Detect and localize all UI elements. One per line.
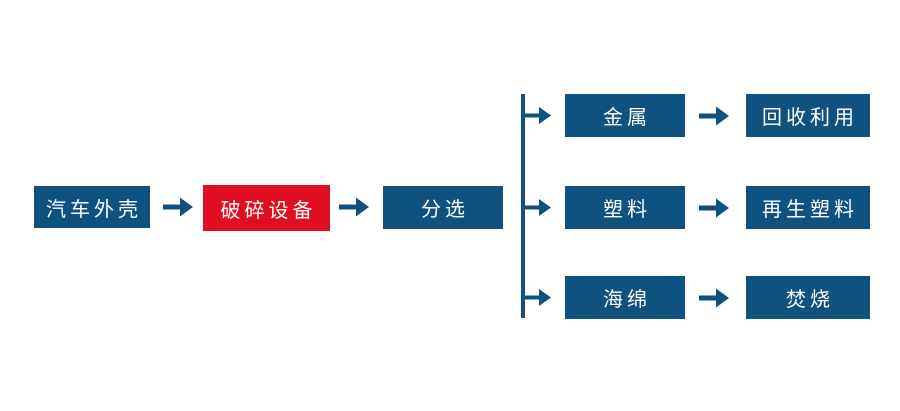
node-crusher: 破碎设备	[203, 185, 330, 231]
node-sorting: 分选	[383, 186, 503, 229]
right-arrow-icon	[338, 195, 370, 219]
node-source-label: 汽车外壳	[46, 198, 142, 221]
node-metal-label: 金属	[603, 107, 651, 129]
branch-connector-icon	[519, 94, 555, 318]
node-sponge-outcome: 焚烧	[746, 276, 870, 319]
right-arrow-icon	[162, 195, 194, 219]
node-metal-outcome-label: 回收利用	[762, 107, 858, 129]
node-metal: 金属	[565, 94, 685, 137]
node-source: 汽车外壳	[34, 186, 150, 228]
node-metal-outcome: 回收利用	[746, 94, 870, 137]
right-arrow-icon	[698, 286, 730, 310]
node-sponge-outcome-label: 焚烧	[786, 289, 834, 311]
node-plastic: 塑料	[565, 186, 685, 229]
node-sponge: 海绵	[565, 276, 685, 319]
node-plastic-outcome-label: 再生塑料	[762, 199, 858, 221]
right-arrow-icon	[698, 104, 730, 128]
node-sponge-label: 海绵	[603, 289, 651, 311]
node-sorting-label: 分选	[421, 199, 469, 221]
node-plastic-outcome: 再生塑料	[746, 186, 870, 229]
right-arrow-icon	[698, 196, 730, 220]
node-crusher-label: 破碎设备	[220, 199, 317, 222]
node-plastic-label: 塑料	[603, 199, 651, 221]
